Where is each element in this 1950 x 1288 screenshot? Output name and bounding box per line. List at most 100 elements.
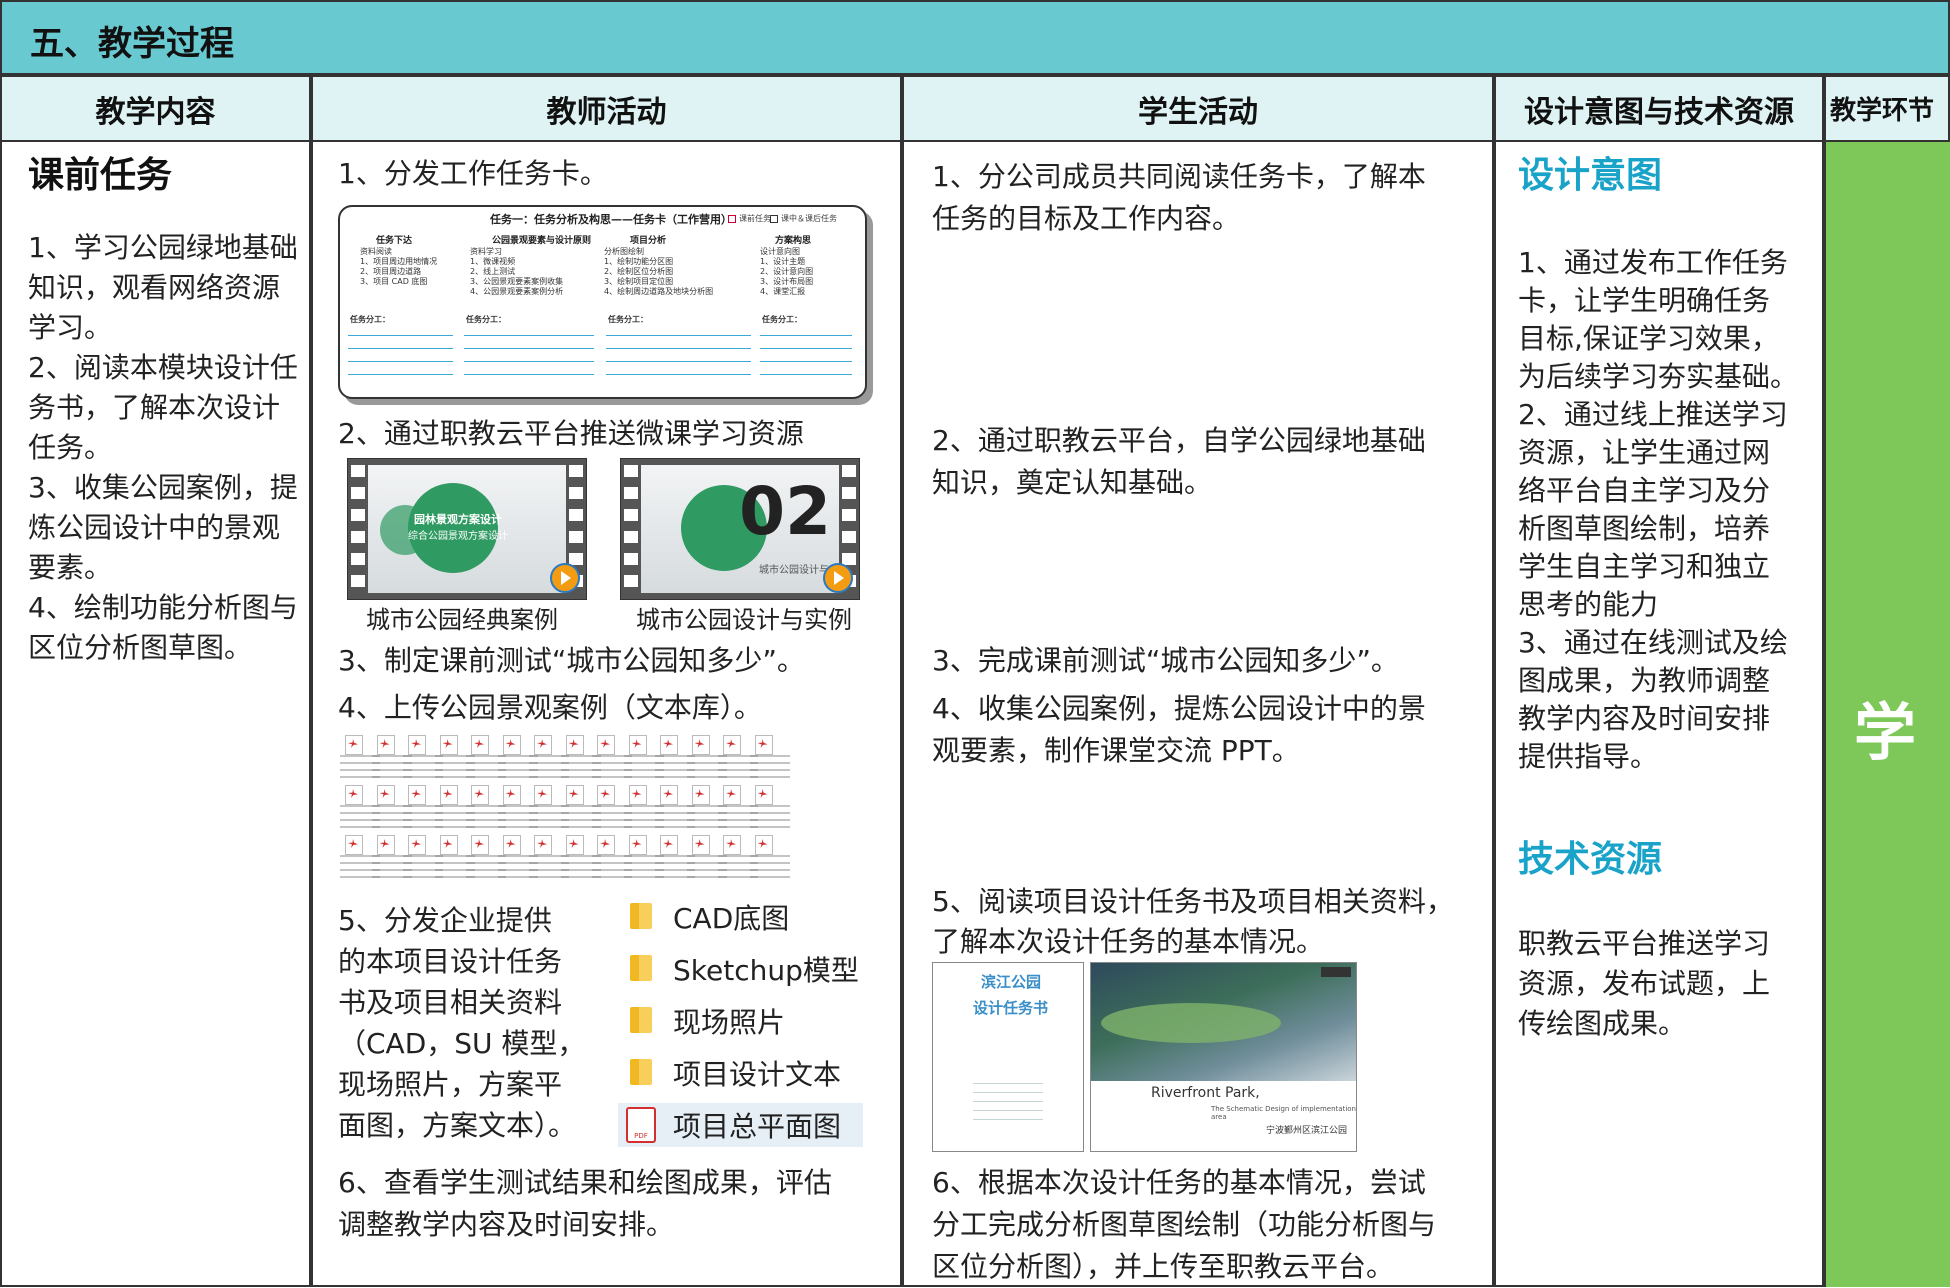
pdf-file-icon[interactable] [560, 835, 601, 879]
pdf-file-icon[interactable] [718, 835, 758, 879]
teacher-step-5: 5、分发企业提供 的本项目设计任务 书及项目相关资料 （CAD，SU 模型， 现… [338, 904, 586, 1142]
pdf-file-icon[interactable] [340, 785, 380, 829]
header-teacher: 教师活动 [311, 75, 902, 142]
pdf-file-icon[interactable] [371, 835, 412, 879]
task-card-col-items: 资料学习 1、微课视频 2、线上测试 3、公园景观要素案例收集 4、公园景观要素… [470, 247, 564, 296]
stage-label: 学 [1854, 696, 1917, 769]
folder-icon [630, 955, 652, 981]
pdf-file-icon[interactable] [434, 835, 475, 879]
pdf-file-icon[interactable] [718, 735, 758, 779]
header-student: 学生活动 [902, 75, 1494, 142]
file-item-master-plan[interactable]: 项目总平面图 [618, 1103, 863, 1147]
pdf-file-icon[interactable] [686, 785, 727, 829]
pdf-file-icon[interactable] [497, 735, 538, 779]
pdf-file-icon[interactable] [623, 735, 664, 779]
student-step-4: 4、收集公园案例，提炼公园设计中的景 观要素，制作课堂交流 PPT。 [932, 692, 1426, 767]
pdf-file-icon[interactable] [686, 735, 727, 779]
teacher-step-2: 2、通过职教云平台推送微课学习资源 [338, 417, 804, 450]
pdf-file-icon[interactable] [749, 835, 790, 879]
tech-resource-title: 技术资源 [1518, 839, 1663, 880]
pdf-file-icon[interactable] [371, 785, 412, 829]
pdf-file-icon[interactable] [655, 835, 695, 879]
teacher-step-4: 4、上传公园景观案例（文本库）。 [338, 691, 762, 724]
play-icon[interactable] [550, 563, 580, 593]
teacher-step-1: 1、分发工作任务卡。 [338, 157, 608, 190]
pdf-file-icon[interactable] [592, 785, 632, 829]
header-content: 教学内容 [0, 75, 311, 142]
pdf-file-icon[interactable] [623, 785, 664, 829]
content-list: 1、学习公园绿地基础知识，观看网络资源学习。 2、阅读本模块设计任务书，了解本次… [28, 228, 298, 668]
task-card-assign: 任务分工： [608, 315, 648, 324]
pdf-file-icon[interactable] [749, 785, 790, 829]
pdf-file-icon[interactable] [466, 785, 506, 829]
file-list: CAD底图 Sketchup模型 现场照片 项目设计文本 项目总平面图 [618, 895, 863, 1155]
pdf-file-icon[interactable] [403, 835, 443, 879]
section-header: 五、教学过程 [0, 0, 1950, 75]
pdf-file-icon[interactable] [497, 785, 538, 829]
task-card-col-items: 设计意向图 1、设计主题 2、设计意向图 3、设计布局图 4、课堂汇报 [760, 247, 814, 296]
pdf-file-icon[interactable] [623, 835, 664, 879]
pdf-file-icon[interactable] [497, 835, 538, 879]
pdf-file-icon[interactable] [655, 735, 695, 779]
student-step-5: 5、阅读项目设计任务书及项目相关资料， 了解本次设计任务的基本情况。 [932, 885, 1454, 958]
pdf-file-icon[interactable] [718, 785, 758, 829]
pdf-file-icon[interactable] [529, 735, 569, 779]
file-item-design-text[interactable]: 项目设计文本 [618, 1051, 863, 1095]
content-item: 2、阅读本模块设计任务书，了解本次设计任务。 [28, 351, 298, 464]
pdf-file-icon[interactable] [560, 785, 601, 829]
folder-icon [630, 1059, 652, 1085]
pdf-icon [626, 1107, 656, 1143]
pdf-file-icon[interactable] [434, 785, 475, 829]
riverfront-park-cover: Riverfront Park, The Schematic Design of… [1090, 962, 1357, 1152]
task-card-col-head: 任务下达 [376, 236, 413, 246]
student-step-1: 1、分公司成员共同阅读任务卡，了解本 任务的目标及工作内容。 [932, 160, 1426, 235]
file-item-photos[interactable]: 现场照片 [618, 999, 863, 1043]
task-card-tag-pre: 课前任务 [739, 214, 771, 223]
pdf-file-icon[interactable] [749, 735, 790, 779]
header-design: 设计意图与技术资源 [1494, 75, 1824, 142]
pdf-file-icon[interactable] [403, 735, 443, 779]
tech-resource-text: 职教云平台推送学习 资源，发布试题，上 传绘图成果。 [1518, 927, 1771, 1040]
pdf-file-icon[interactable] [655, 785, 695, 829]
video-number: 02 [739, 473, 831, 550]
design-intent-text: 1、通过发布工作任务 卡，让学生明确任务 目标,保证学习效果， 为后续学习夯实基… [1518, 246, 1799, 773]
video-caption-2: 城市公园设计与实例 [636, 606, 852, 634]
pdf-file-icon[interactable] [403, 785, 443, 829]
video-thumbnail-2[interactable]: 02 城市公园设计与 [620, 458, 860, 600]
teacher-step-6: 6、查看学生测试结果和绘图成果，评估 调整教学内容及时间安排。 [338, 1166, 832, 1241]
student-step-2: 2、通过职教云平台，自学公园绿地基础 知识，奠定认知基础。 [932, 424, 1426, 499]
pdf-file-icon[interactable] [371, 735, 412, 779]
pre-class-task-title: 课前任务 [28, 155, 173, 196]
pdf-file-icon[interactable] [560, 735, 601, 779]
file-item-cad[interactable]: CAD底图 [618, 895, 863, 939]
pdf-file-icon[interactable] [529, 785, 569, 829]
play-icon[interactable] [823, 563, 853, 593]
task-card-assign: 任务分工： [466, 315, 506, 324]
pdf-file-icon[interactable] [434, 735, 475, 779]
column-content [0, 142, 311, 1287]
folder-icon [630, 903, 652, 929]
file-item-sketchup[interactable]: Sketchup模型 [618, 947, 863, 991]
pdf-file-icon[interactable] [340, 835, 380, 879]
student-step-3: 3、完成课前测试“城市公园知多少”。 [932, 644, 1399, 677]
task-card-col-head: 公园景观要素与设计原则 [492, 236, 592, 246]
pdf-file-icon[interactable] [340, 735, 380, 779]
pdf-file-icon[interactable] [466, 835, 506, 879]
task-card-col-head: 项目分析 [630, 236, 667, 246]
pdf-file-icon[interactable] [592, 835, 632, 879]
design-brief-cover: 滨江公园 设计任务书 [932, 962, 1084, 1152]
task-card-col-items: 分析图绘制 1、绘制功能分区图 2、绘制区位分析图 3、绘制项目定位图 4、绘制… [604, 247, 714, 296]
pdf-file-icon[interactable] [592, 735, 632, 779]
task-card-col-items: 资料阅读 1、项目周边用地情况 2、项目周边道路 3、项目 CAD 底图 [360, 247, 438, 286]
stage-band: 学 [1824, 142, 1950, 1287]
pdf-file-icon[interactable] [686, 835, 727, 879]
folder-icon [630, 1007, 652, 1033]
content-item: 4、绘制功能分析图与区位分析图草图。 [28, 591, 298, 664]
pdf-file-icon[interactable] [529, 835, 569, 879]
task-card-title: 任务一：任务分析及构思——任务卡（工作营用） [490, 213, 732, 226]
column-teacher [311, 142, 902, 1287]
student-step-6: 6、根据本次设计任务的基本情况，尝试 分工完成分析图草图绘制（功能分析图与 区位… [932, 1166, 1437, 1283]
video-thumbnail-1[interactable]: 园林景观方案设计 综合公园景观方案设计 [347, 458, 587, 600]
pdf-file-icon[interactable] [466, 735, 506, 779]
